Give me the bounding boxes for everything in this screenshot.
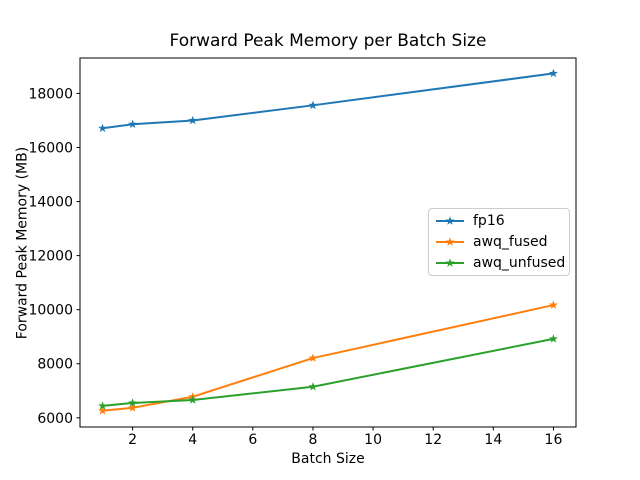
x-tick-label: 8	[309, 432, 318, 448]
legend-sample-marker	[445, 258, 455, 268]
legend-label: fp16	[473, 212, 505, 229]
legend: fp16 awq_fused awq_unfused	[428, 208, 570, 276]
legend-item: fp16	[435, 210, 565, 231]
y-tick-label: 18000	[28, 86, 73, 102]
y-tick-label: 8000	[37, 357, 73, 373]
data-point-marker-awq_fused	[98, 406, 108, 415]
legend-label: awq_fused	[473, 233, 548, 250]
y-axis-label: Forward Peak Memory (MB)	[14, 146, 31, 340]
x-tick-label: 16	[545, 432, 563, 448]
legend-marker-icon	[436, 237, 464, 246]
legend-marker-icon	[436, 215, 464, 225]
series-line-awq_unfused	[101, 337, 555, 407]
data-point-marker-fp16	[98, 123, 108, 133]
x-tick-label: 10	[364, 432, 382, 448]
x-tick-label: 12	[424, 432, 442, 448]
y-tick-label: 6000	[37, 411, 73, 427]
data-point-marker-awq_unfused	[98, 401, 108, 410]
data-point-marker-awq_unfused	[548, 334, 558, 343]
y-tick-label: 10000	[28, 303, 73, 319]
series-line-fp16	[101, 72, 555, 130]
legend-marker-icon	[436, 258, 464, 268]
legend-sample-marker	[445, 215, 455, 225]
data-point-marker-awq_unfused	[308, 382, 318, 391]
y-tick-label: 16000	[28, 140, 73, 156]
y-tick-label: 12000	[28, 249, 73, 265]
y-tick-label: 14000	[28, 195, 73, 211]
chart-title: Forward Peak Memory per Batch Size	[169, 31, 487, 51]
series-line-awq_fused	[101, 304, 555, 412]
data-point-marker-fp16	[548, 68, 558, 78]
x-tick-label: 14	[484, 432, 502, 448]
x-tick-label: 4	[188, 432, 197, 448]
data-point-marker-awq_fused	[308, 353, 318, 362]
x-tick-label: 6	[248, 432, 257, 448]
data-point-marker-awq_fused	[128, 403, 138, 412]
data-point-marker-fp16	[188, 115, 198, 125]
plot-border	[79, 57, 577, 428]
legend-item: awq_unfused	[435, 253, 565, 274]
x-axis-label: Batch Size	[291, 451, 365, 467]
data-point-marker-awq_unfused	[188, 395, 198, 404]
x-tick-label: 2	[128, 432, 137, 448]
legend-label: awq_unfused	[473, 255, 566, 272]
data-point-marker-fp16	[308, 100, 318, 110]
data-point-marker-fp16	[128, 119, 138, 129]
legend-item: awq_fused	[435, 231, 565, 252]
legend-sample-marker	[445, 237, 455, 246]
data-point-marker-awq_fused	[548, 300, 558, 309]
data-point-marker-awq_unfused	[128, 398, 138, 407]
